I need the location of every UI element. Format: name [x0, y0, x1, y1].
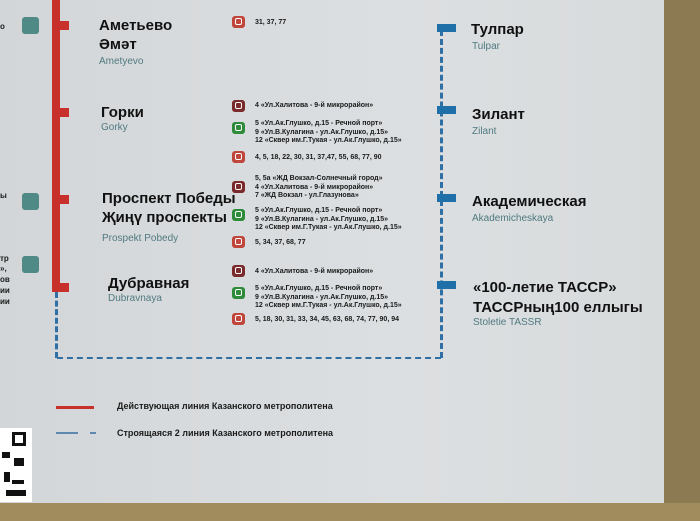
route-list: 5 «Ул.Ак.Глушко, д.15 - Речной порт» 9 «…	[255, 120, 402, 144]
station-latin: Dubravnaya	[108, 293, 162, 304]
route-list: 5, 5а «ЖД Вокзал-Солнечный город» 4 «Ул.…	[255, 175, 383, 199]
station-dubravnaya: Дубравная	[108, 275, 190, 292]
left-fragment: тр	[0, 254, 9, 263]
qr-code	[0, 428, 32, 502]
tram-icon	[232, 181, 245, 193]
station-marker	[437, 24, 456, 32]
station-marker	[52, 108, 69, 117]
legend-construction-label: Строящаяся 2 линия Казанского метрополит…	[117, 428, 334, 438]
left-fragment: ии	[0, 286, 10, 295]
station-name: «100-летие ТАССР»	[473, 279, 617, 296]
station-name: Аметьево	[99, 17, 173, 34]
station-100-letie-tassr: «100-летие ТАССР» ТАССРның100 еллыгы	[473, 278, 643, 318]
route-list: 31, 37, 77	[255, 19, 287, 26]
trolleybus-icon	[232, 287, 245, 299]
station-latin: Tulpar	[472, 41, 500, 52]
station-akademicheskaya: Академическая	[472, 193, 587, 210]
location-pin-icon	[22, 193, 39, 210]
bus-icon	[232, 151, 245, 163]
station-latin: Akademicheskaya	[472, 213, 554, 224]
left-fragment: ы	[0, 191, 7, 200]
location-pin-icon	[22, 256, 39, 273]
bus-icon	[232, 16, 245, 28]
legend-active-label: Действующая линия Казанского метрополите…	[117, 401, 333, 411]
legend-construction-swatch	[56, 432, 78, 434]
left-fragment: ии	[0, 297, 10, 306]
station-latin: Zilant	[472, 126, 497, 137]
left-fragment: »,	[0, 264, 7, 273]
station-marker	[437, 281, 456, 289]
line2-track	[57, 357, 441, 359]
tram-icon	[232, 100, 245, 112]
train-icon	[22, 17, 39, 34]
left-fragment: ов	[0, 275, 10, 284]
legend-active-swatch	[56, 406, 94, 409]
station-latin: Prospekt Pobedy	[102, 233, 179, 244]
route-list: 5, 18, 30, 31, 33, 34, 45, 63, 68, 74, 7…	[255, 316, 400, 323]
station-marker	[52, 195, 69, 204]
left-fragment: о	[0, 22, 5, 31]
station-latin: Ametyevo	[99, 56, 144, 67]
station-marker	[52, 283, 69, 292]
floor-background	[0, 503, 700, 521]
station-marker	[437, 106, 456, 114]
route-list: 4, 5, 18, 22, 30, 31, 37,47, 55, 68, 77,…	[255, 154, 382, 161]
station-name: Проспект Победы	[102, 190, 236, 207]
station-latin: Gorky	[101, 122, 128, 133]
legend-construction-swatch	[90, 432, 96, 434]
trolleybus-icon	[232, 122, 245, 134]
station-marker	[437, 194, 456, 202]
line1-track	[52, 0, 60, 292]
bus-icon	[232, 313, 245, 325]
line2-track	[55, 292, 58, 358]
station-name-tatar: Әмәт	[99, 36, 137, 53]
station-gorky: Горки	[101, 104, 144, 121]
trolleybus-icon	[232, 209, 245, 221]
route-list: 5 «Ул.Ак.Глушко, д.15 - Речной порт» 9 «…	[255, 285, 402, 309]
station-latin: Stoletie TASSR	[473, 317, 542, 328]
route-list: 4 «Ул.Халитова - 9-й микрорайон»	[255, 102, 374, 109]
station-zilant: Зилант	[472, 106, 525, 123]
station-name-tatar: Җиңү проспекты	[102, 209, 227, 226]
route-list: 5 «Ул.Ак.Глушко, д.15 - Речной порт» 9 «…	[255, 207, 402, 231]
route-list: 4 «Ул.Халитова - 9-й микрорайон»	[255, 268, 374, 275]
station-name-tatar: ТАССРның100 еллыгы	[473, 299, 643, 316]
bus-icon	[232, 236, 245, 248]
station-tulpar: Тулпар	[471, 21, 524, 38]
route-list: 5, 34, 37, 68, 77	[255, 239, 306, 246]
tram-icon	[232, 265, 245, 277]
station-marker	[52, 21, 69, 30]
